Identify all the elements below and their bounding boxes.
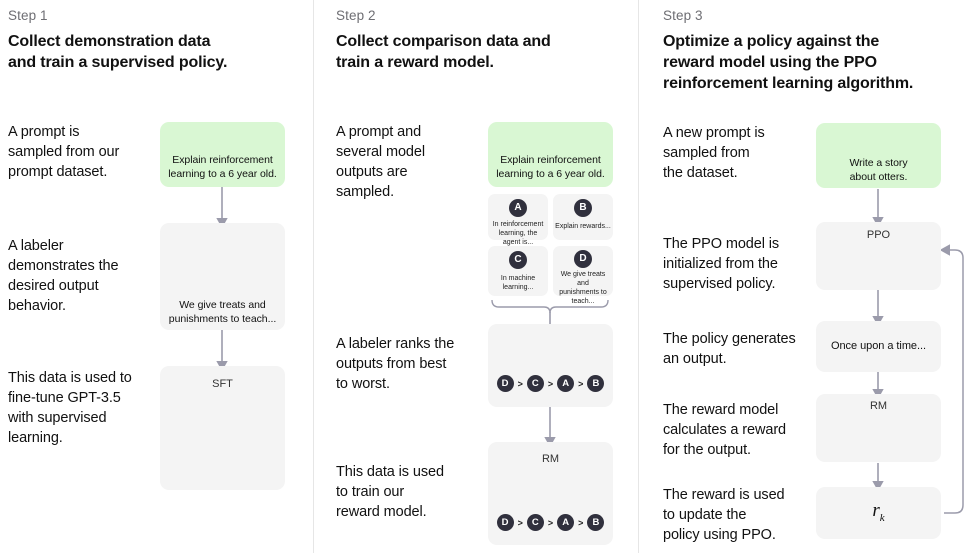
step-2-prompt-box[interactable]: Explain reinforcement learning to a 6 ye… [488, 122, 613, 187]
step-1-caption-3: This data is used to fine-tune GPT-3.5 w… [8, 370, 132, 446]
step-2-output-text-b: Explain rewards... [555, 223, 611, 230]
step-2-prompt-text: Explain reinforcement learning to a 6 ye… [496, 154, 605, 180]
step-3-prompt-box[interactable]: Write a story about otters. [816, 123, 941, 188]
step-3-reward-subscript: k [879, 511, 885, 524]
step-1-sft-title: SFT [212, 378, 233, 390]
step-3-output-box[interactable]: Once upon a time... [816, 321, 941, 372]
step-2-rank-sep-2: > [547, 378, 554, 389]
step-2-title-line-2: train a reward model. [336, 54, 494, 71]
step-2-rank-4: B [587, 375, 605, 392]
step-2-rm-box[interactable]: RM D > C > A > B [488, 442, 613, 545]
step-2-output-text-d: We give treats and punishments to teach.… [559, 271, 607, 305]
step-2-rm-rank-4: B [587, 514, 605, 531]
step-1-title-line-2: and train a supervised policy. [8, 54, 228, 71]
step-2-rm-rank-3: A [557, 514, 575, 531]
step-2-title: Collect comparison data and train a rewa… [336, 31, 636, 73]
step-1-title: Collect demonstration data and train a s… [8, 31, 308, 73]
step-2-output-card-c[interactable]: C In machine learning... [488, 246, 548, 296]
step-3-title-line-3: reinforcement learning algorithm. [663, 75, 914, 92]
step-2-rank-3: A [557, 375, 575, 392]
step-3-rm-box[interactable]: RM [816, 394, 941, 462]
step-3-title-line-2: reward model using the PPO [663, 54, 877, 71]
step-3-rm-title: RM [869, 400, 888, 412]
step-2-label: Step 2 [336, 8, 376, 23]
step-2-rank-sep-1: > [517, 378, 523, 389]
step-2-rm-title: RM [541, 453, 560, 465]
step-2-caption-2: A labeler ranks the outputs from best to… [336, 336, 455, 392]
step-2-output-text-a: In reinforcement learning, the agent is.… [492, 221, 544, 246]
step-3-title-line-1: Optimize a policy against the [663, 33, 880, 50]
step-2-rm-rank-sep-3: > [578, 517, 584, 528]
step-1-label: Step 1 [8, 8, 48, 23]
step-3-prompt-text: Write a story about otters. [849, 157, 908, 183]
step-3-caption-5: The reward is used to update the policy … [663, 487, 785, 543]
step-3-title: Optimize a policy against the reward mod… [663, 31, 973, 94]
step-2-output-card-a[interactable]: A In reinforcement learning, the agent i… [488, 194, 548, 246]
step-3-label: Step 3 [663, 8, 703, 23]
step-3-caption-4: The reward model calculates a reward for… [663, 402, 787, 458]
step-2-output-text-c: In machine learning... [500, 275, 536, 291]
step-2-output-badge-d: D [574, 250, 592, 268]
column-divider-1 [313, 0, 314, 553]
step-2-output-badge-a: A [509, 199, 527, 217]
step-2-rank-1: D [496, 375, 514, 392]
column-divider-2 [638, 0, 639, 553]
step-2-caption-3: This data is used to train our reward mo… [336, 464, 444, 520]
step-2-rm-ranking-row: D > C > A > B [488, 514, 613, 531]
step-1-sft-box[interactable]: SFT [160, 366, 285, 490]
step-2-rm-rank-1: D [496, 514, 514, 531]
step-2-rank-sep-3: > [578, 378, 584, 389]
step-3-column: Step 3 Optimize a policy against the rew… [639, 0, 977, 553]
step-2-rank-2: C [526, 375, 544, 392]
step-2-rm-rank-sep-1: > [517, 517, 523, 528]
step-3-caption-3: The policy generates an output. [663, 331, 796, 367]
step-3-caption-1: A new prompt is sampled from the dataset… [663, 125, 765, 181]
step-1-prompt-text: Explain reinforcement learning to a 6 ye… [168, 154, 277, 180]
step-3-output-text: Once upon a time... [830, 340, 927, 352]
step-1-caption-2: A labeler demonstrates the desired outpu… [8, 238, 119, 314]
step-3-ppo-box[interactable]: PPO [816, 222, 941, 290]
step-3-ppo-title: PPO [866, 229, 891, 241]
step-3-reward-box[interactable]: rk [816, 487, 941, 539]
step-3-caption-2: The PPO model is initialized from the su… [663, 236, 780, 292]
step-2-ranking-box[interactable]: D > C > A > B [488, 324, 613, 407]
step-1-column: Step 1 Collect demonstration data and tr… [0, 0, 313, 553]
step-3-reward-letter: r [872, 500, 880, 521]
step-1-labeler-box[interactable]: We give treats and punishments to teach.… [160, 223, 285, 330]
step-2-output-card-d[interactable]: D We give treats and punishments to teac… [553, 246, 613, 305]
step-2-rm-rank-sep-2: > [547, 517, 554, 528]
step-1-prompt-box[interactable]: Explain reinforcement learning to a 6 ye… [160, 122, 285, 187]
step-2-caption-1: A prompt and several model outputs are s… [336, 124, 425, 200]
step-1-labeler-text: We give treats and punishments to teach.… [168, 299, 277, 325]
step-1-caption-1: A prompt is sampled from our prompt data… [8, 124, 120, 180]
step-2-ranking-row: D > C > A > B [488, 375, 613, 392]
step-2-output-badge-c: C [509, 251, 527, 269]
step-1-title-line-1: Collect demonstration data [8, 33, 211, 50]
step-2-rm-rank-2: C [526, 514, 544, 531]
step-2-title-line-1: Collect comparison data and [336, 33, 551, 50]
step-2-output-badge-b: B [574, 199, 592, 217]
step-2-output-card-b[interactable]: B Explain rewards... [553, 194, 613, 240]
step-2-column: Step 2 Collect comparison data and train… [314, 0, 638, 553]
step-3-reward-symbol: rk [816, 500, 941, 524]
